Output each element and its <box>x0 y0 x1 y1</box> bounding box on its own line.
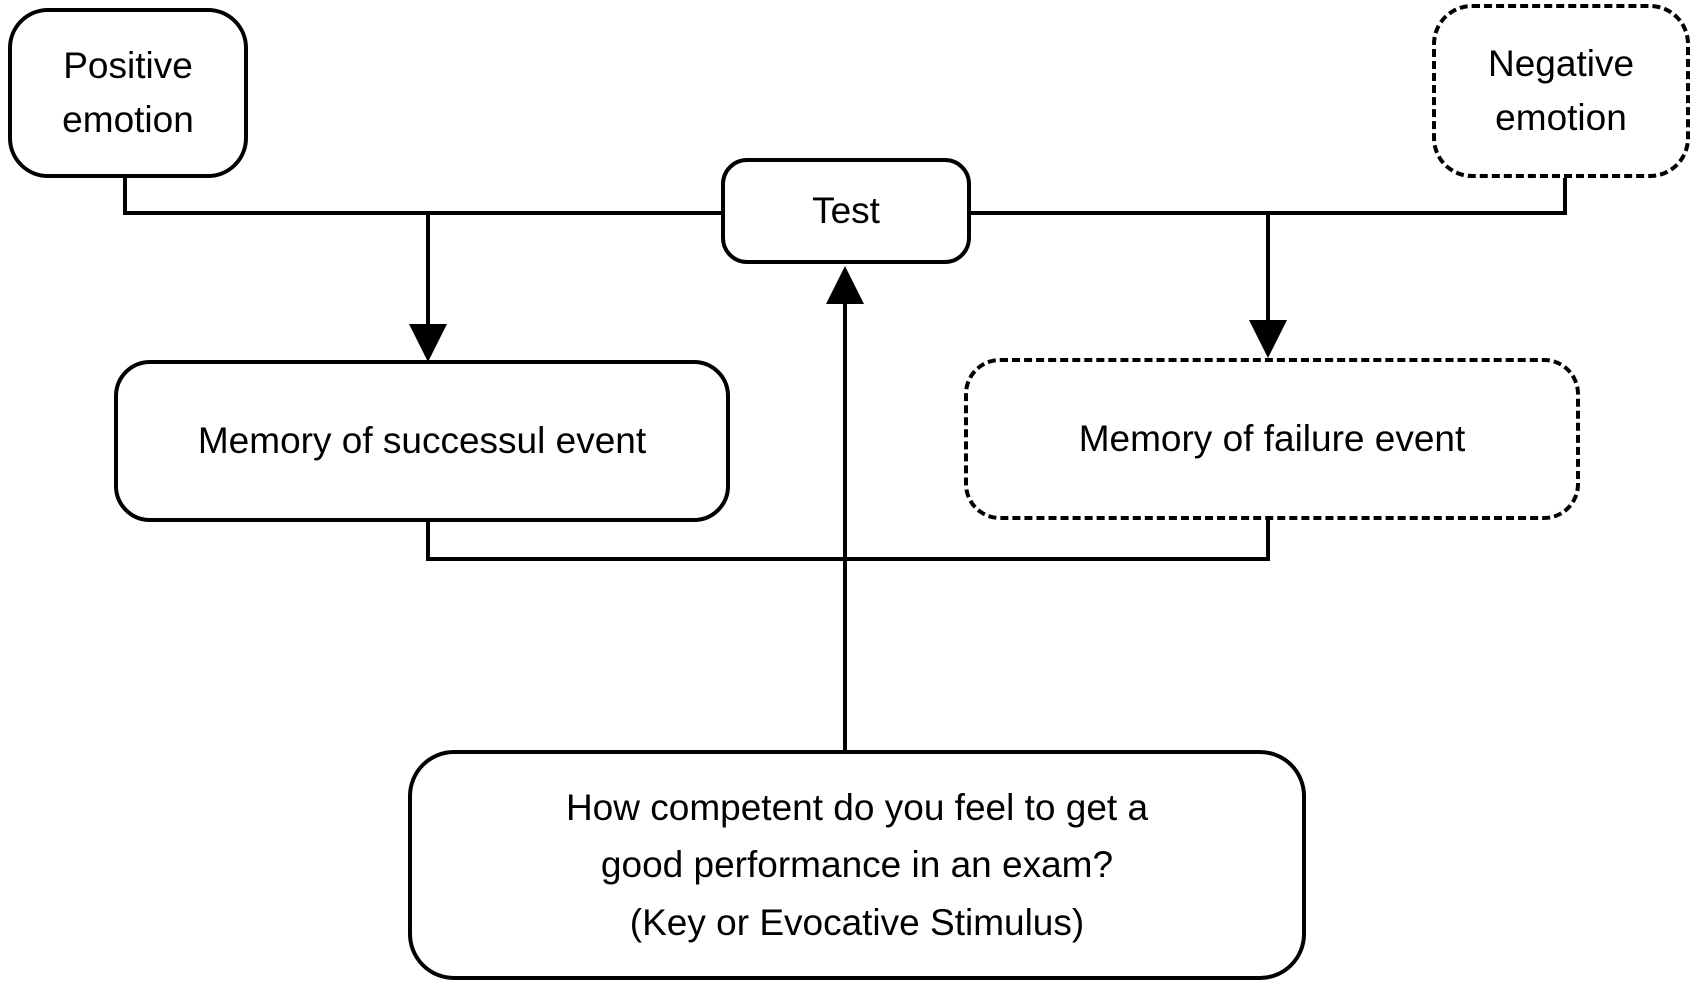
arrowhead-up-test-icon <box>826 266 864 304</box>
connector-memory-failure-stub <box>1266 515 1270 561</box>
node-memory-failure: Memory of failure event <box>964 358 1580 520</box>
connector-to-memory-failure <box>1266 213 1270 324</box>
arrowhead-down-memory-success-icon <box>409 324 447 362</box>
node-memory-failure-label: Memory of failure event <box>1078 418 1466 460</box>
node-test-label: Test <box>812 190 880 232</box>
connector-negative-stub <box>1563 176 1567 215</box>
node-stimulus: How competent do you feel to get a good … <box>408 750 1306 980</box>
connector-stimulus-to-test <box>843 302 847 752</box>
node-positive-emotion: Positive emotion <box>8 8 248 178</box>
connector-memory-success-stub <box>426 519 430 561</box>
node-test: Test <box>721 158 971 264</box>
node-memory-success: Memory of successul event <box>114 360 730 522</box>
node-stimulus-label: How competent do you feel to get a good … <box>566 779 1148 951</box>
node-stimulus-label-line1: How competent do you feel to get a <box>565 786 1149 828</box>
connector-to-memory-success <box>426 213 430 328</box>
node-stimulus-label-line2: good performance in an exam? <box>600 844 1114 886</box>
node-memory-success-label: Memory of successul event <box>197 420 647 462</box>
node-negative-emotion-label: Negative emotion <box>1487 43 1635 138</box>
connector-memories-join <box>426 557 1270 561</box>
connector-positive-to-test <box>123 211 725 215</box>
node-positive-emotion-label: Positive emotion <box>62 45 194 140</box>
connector-positive-stub <box>123 176 127 215</box>
arrowhead-down-memory-failure-icon <box>1249 320 1287 358</box>
node-negative-emotion: Negative emotion <box>1432 4 1690 178</box>
node-stimulus-label-line3: (Key or Evocative Stimulus) <box>629 901 1085 943</box>
